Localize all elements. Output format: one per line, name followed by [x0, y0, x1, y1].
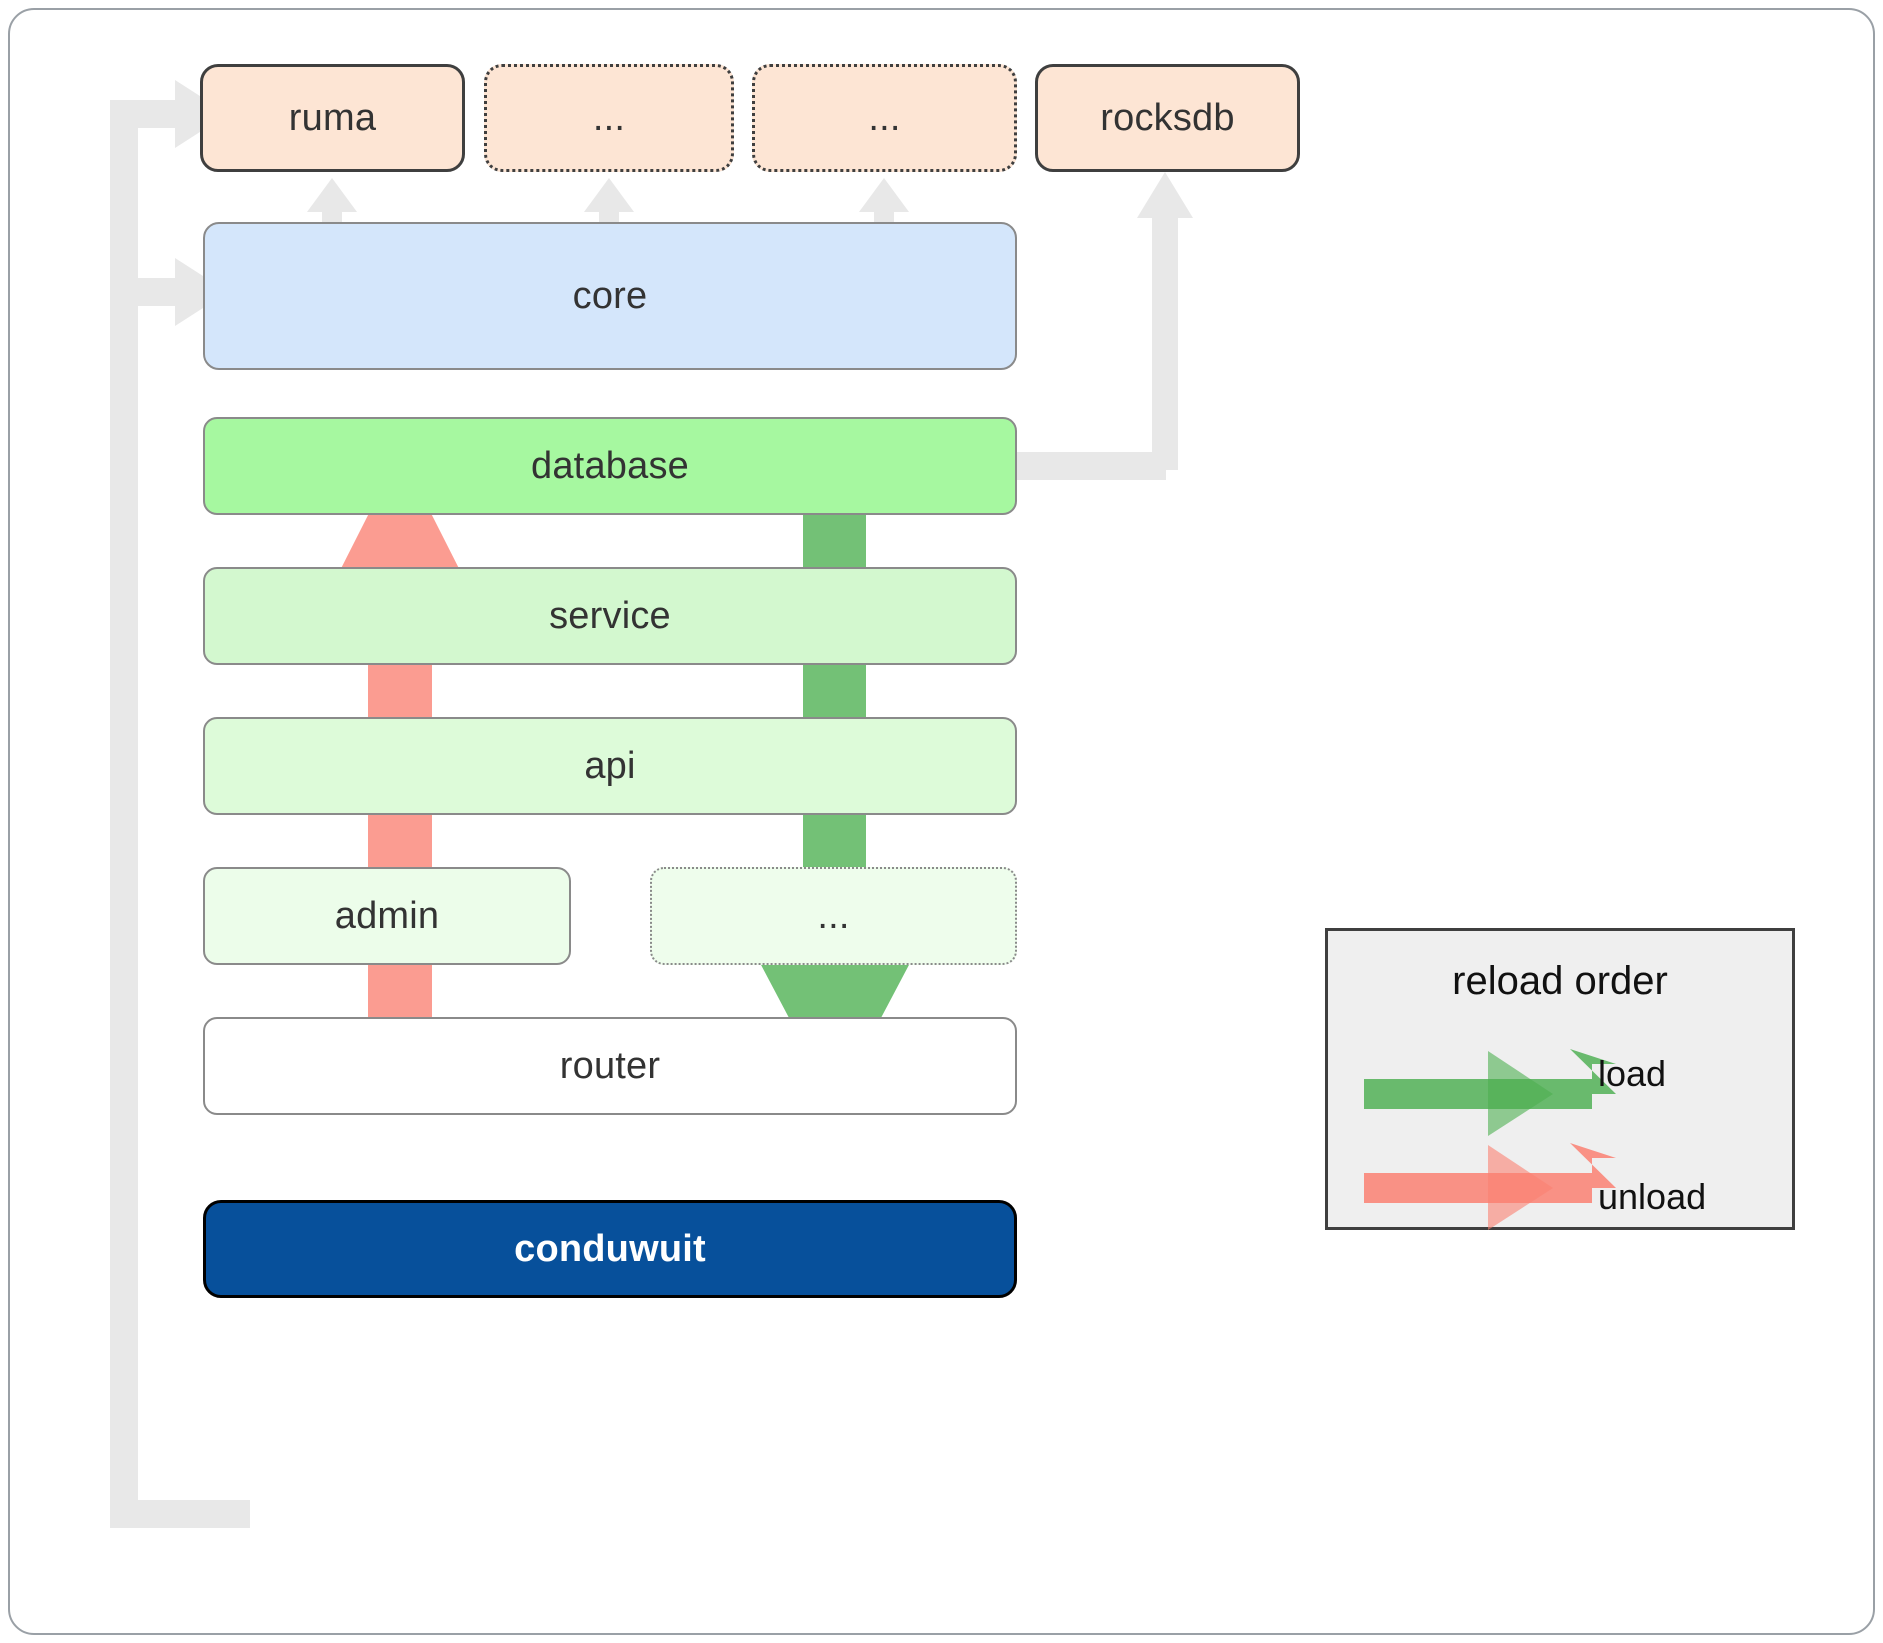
- layer-label: ...: [817, 894, 850, 937]
- layer-box-ellipsis[interactable]: ...: [650, 867, 1017, 965]
- load-arrow-icon: [1364, 1049, 1616, 1136]
- legend-arrow-icons: [1364, 1049, 1616, 1230]
- layer-label: service: [549, 594, 671, 637]
- layer-label: database: [531, 444, 689, 487]
- crate-box-ruma[interactable]: ruma: [200, 64, 465, 172]
- layer-label: admin: [334, 894, 440, 937]
- crate-label: ruma: [288, 96, 377, 139]
- layer-label: core: [572, 274, 648, 317]
- binary-label: conduwuit: [514, 1227, 706, 1270]
- layer-box-api[interactable]: api: [203, 717, 1017, 815]
- crate-label: ...: [868, 96, 901, 139]
- binary-box-conduwuit[interactable]: conduwuit: [203, 1200, 1017, 1298]
- crate-label: rocksdb: [1100, 96, 1235, 139]
- layer-label: router: [559, 1044, 661, 1087]
- legend-label-load: load: [1598, 1053, 1667, 1094]
- unload-arrow-icon: [1364, 1143, 1616, 1230]
- legend-label-unload: unload: [1598, 1176, 1707, 1217]
- crate-box-ellipsis-2[interactable]: ...: [752, 64, 1017, 172]
- crate-label: ...: [592, 96, 626, 139]
- crate-box-ellipsis-1[interactable]: ...: [484, 64, 734, 172]
- legend-title: reload order: [1452, 959, 1668, 1003]
- layer-box-database[interactable]: database: [203, 417, 1017, 515]
- legend-panel: reload order load unload: [1325, 928, 1795, 1230]
- layer-label: api: [584, 744, 636, 787]
- layer-box-admin[interactable]: admin: [203, 867, 571, 965]
- layer-box-router[interactable]: router: [203, 1017, 1017, 1115]
- layer-box-service[interactable]: service: [203, 567, 1017, 665]
- layer-box-core[interactable]: core: [203, 222, 1017, 370]
- crate-box-rocksdb[interactable]: rocksdb: [1035, 64, 1300, 172]
